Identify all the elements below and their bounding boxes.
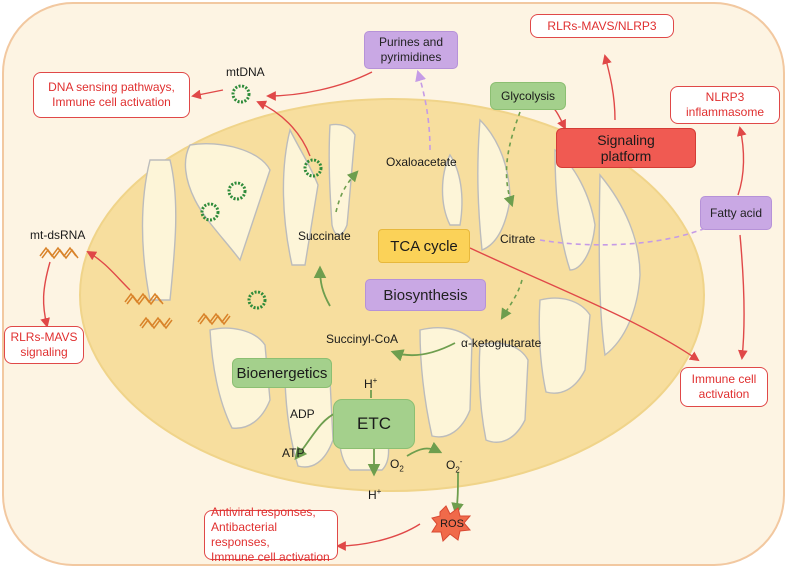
succinate-label: Succinate: [298, 229, 351, 243]
mt-dsrna-label: mt-dsRNA: [30, 228, 86, 242]
citrate-label: Citrate: [500, 232, 536, 246]
mtdna-ring: [247, 290, 267, 310]
tca-cycle-label: TCA cycle: [390, 237, 458, 255]
rlrs-mavs-box: RLRs-MAVS signaling: [4, 326, 84, 364]
mtdna-ring: [227, 181, 247, 201]
arrow-akg-to-succinylcoa: [390, 342, 456, 362]
bioenergetics-label: Bioenergetics: [236, 364, 328, 382]
mtdna-ring: [303, 158, 323, 178]
glycolysis-box: Glycolysis: [490, 82, 566, 110]
ros-burst: [431, 505, 472, 542]
mtdna-ring: [200, 202, 220, 222]
biosynthesis-box: Biosynthesis: [365, 279, 486, 311]
nlrp3-box: NLRP3 inflammasome: [670, 86, 780, 124]
arrow-adp-atp: [294, 412, 337, 460]
ros-label: ROS: [440, 518, 464, 530]
mt-dsrna-waves: [39, 246, 231, 330]
fatty-acid-box: Fatty acid: [700, 196, 772, 230]
antiviral-box: Antiviral responses, Antibacterial respo…: [204, 505, 338, 564]
immune-activation-box: Immune cell activation: [680, 367, 768, 407]
arrow-purines-to-mtdna: [266, 71, 373, 101]
arrow-dsrna-to-mtdsrna: [86, 251, 131, 291]
alpha-ketoglutarate-label: α-ketoglutarate: [461, 336, 542, 350]
o2-minus-label: O2-: [446, 457, 463, 475]
oxaloacetate-label: Oxaloacetate: [386, 155, 457, 169]
rlrs-mavs-nlrp3-box: RLRs-MAVS/NLRP3: [530, 14, 674, 38]
dna-sensing-box: DNA sensing pathways, Immune cell activa…: [33, 72, 190, 118]
fatty-acid-label: Fatty acid: [709, 205, 763, 220]
arrow-o2-to-o2minus: [406, 441, 443, 457]
red-arrows: [40, 54, 748, 551]
mtdna-rings: [200, 84, 323, 310]
purple-arrows: [415, 69, 724, 246]
succinyl-coa-label: Succinyl-CoA: [326, 332, 399, 346]
arrow-mtdsrna-to-rlrs: [40, 261, 51, 328]
arrow-oxaloacetate-to-purines: [415, 69, 431, 151]
h-plus-top-label: H+: [364, 376, 378, 391]
mtdna-ring-outside: [231, 84, 251, 104]
arrow-succinate-to-oxaloacetate: [335, 170, 359, 213]
atp-label: ATP: [282, 446, 305, 460]
green-dashed-arrows: [335, 111, 523, 320]
o2-label: O2: [390, 457, 404, 474]
arrow-mtdna-to-dna-sensing: [191, 89, 224, 100]
glycolysis-label: Glycolysis: [500, 89, 555, 103]
bioenergetics-box: Bioenergetics: [232, 358, 332, 388]
purines-box: Purines and pyrimidines: [364, 31, 458, 69]
arrow-succinylcoa-to-succinate: [313, 265, 331, 307]
biosynthesis-label: Biosynthesis: [383, 286, 468, 304]
arrow-citrate-to-akg: [500, 279, 523, 320]
arrow-platform-to-rlrs: [602, 54, 616, 121]
etc-box: ETC: [333, 399, 415, 449]
arrow-citrate-to-fattyacid: [539, 218, 724, 246]
signaling-platform-box: Signaling platform: [556, 128, 696, 168]
arrow-ring-to-mtdna: [256, 100, 311, 157]
arrow-fattyacid-to-immune: [737, 234, 748, 360]
arrow-ros-to-antiviral: [336, 523, 421, 551]
arrow-fattyacid-to-nlrp3: [736, 126, 747, 196]
cristae: [141, 118, 641, 471]
mtdna-label: mtDNA: [226, 65, 265, 79]
signaling-platform-label: Signaling platform: [597, 132, 655, 164]
arrow-glycolysis-to-citrate: [503, 111, 521, 208]
adp-label: ADP: [290, 407, 315, 421]
etc-label: ETC: [357, 414, 391, 433]
arrow-tca-to-immune: [469, 247, 700, 362]
tca-cycle-box: TCA cycle: [378, 229, 470, 263]
h-plus-bottom-label: H+: [368, 487, 382, 502]
